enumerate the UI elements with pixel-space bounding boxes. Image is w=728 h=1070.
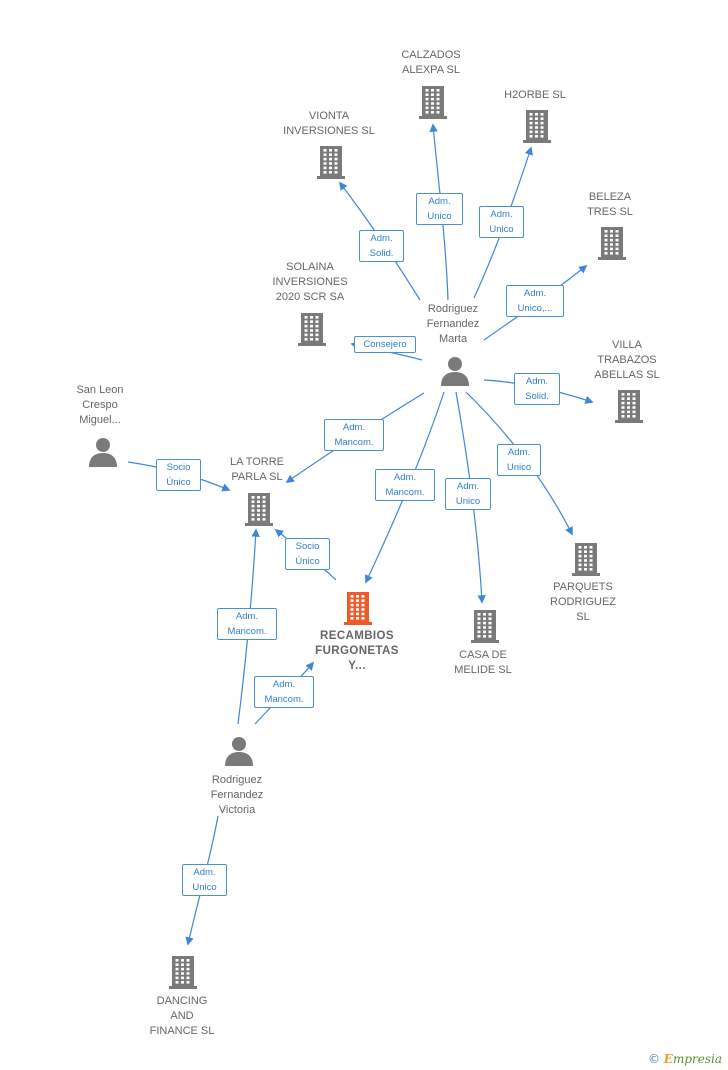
edge-label-sanleon-latorre: Socio Único bbox=[156, 459, 201, 491]
node-label-solaina[interactable]: SOLAINA INVERSIONES 2020 SCR SA bbox=[272, 261, 348, 303]
node-label-parquets[interactable]: PARQUETS RODRIGUEZ SL bbox=[550, 581, 616, 623]
brand-initial: E bbox=[663, 1052, 673, 1066]
edge-label-marta-vionta: Adm. Solid. bbox=[359, 230, 404, 262]
building-icon-solaina[interactable] bbox=[296, 311, 328, 352]
node-label-victoria[interactable]: Rodriguez Fernandez Victoria bbox=[210, 774, 264, 816]
node-label-sanleon[interactable]: San Leon Crespo Miguel... bbox=[76, 384, 124, 426]
node-label-dancing[interactable]: DANCING AND FINANCE SL bbox=[149, 995, 215, 1037]
building-icon-latorre[interactable] bbox=[243, 491, 275, 532]
node-label-marta[interactable]: Rodriguez Fernandez Marta bbox=[426, 303, 480, 345]
building-icon-recambios[interactable] bbox=[342, 590, 374, 631]
edge-label-victoria-dancing: Adm. Unico bbox=[182, 864, 227, 896]
node-label-recambios[interactable]: RECAMBIOS FURGONETAS Y... bbox=[315, 630, 399, 672]
edge-label-marta-villa: Adm. Solid. bbox=[514, 373, 560, 405]
edge-label-marta-beleza: Adm. Unico,... bbox=[506, 285, 564, 317]
brand-logo[interactable]: © Empresia bbox=[648, 1052, 722, 1066]
edge-label-recambios-latorre: Socio Único bbox=[285, 538, 330, 570]
building-icon-h2orbe[interactable] bbox=[521, 108, 553, 149]
building-icon-vionta[interactable] bbox=[315, 144, 347, 185]
node-label-vionta[interactable]: VIONTA INVERSIONES SL bbox=[283, 110, 375, 137]
edge-label-marta-recambios: Adm. Mancom. bbox=[375, 469, 435, 501]
node-label-beleza[interactable]: BELEZA TRES SL bbox=[587, 191, 633, 218]
node-label-h2orbe[interactable]: H2ORBE SL bbox=[504, 89, 566, 101]
edge-label-marta-h2orbe: Adm. Unico bbox=[479, 206, 524, 238]
copyright-icon: © bbox=[647, 1052, 660, 1066]
node-label-latorre[interactable]: LA TORRE PARLA SL bbox=[229, 456, 284, 483]
brand-name: mpresia bbox=[672, 1052, 722, 1066]
building-icon-casamelide[interactable] bbox=[469, 608, 501, 649]
edge-label-victoria-recambios: Adm. Mancom. bbox=[254, 676, 314, 708]
building-icon-beleza[interactable] bbox=[596, 225, 628, 266]
building-icon-calzados[interactable] bbox=[417, 84, 449, 125]
node-label-calzados[interactable]: CALZADOS ALEXPA SL bbox=[401, 49, 461, 76]
person-icon-victoria[interactable] bbox=[223, 736, 255, 771]
node-label-villa[interactable]: VILLA TRABAZOS ABELLAS SL bbox=[594, 339, 660, 381]
edge-label-marta-solaina: Consejero bbox=[354, 336, 416, 353]
building-icon-dancing[interactable] bbox=[167, 954, 199, 995]
edge-label-victoria-latorre: Adm. Mancom. bbox=[217, 608, 277, 640]
building-icon-parquets[interactable] bbox=[570, 541, 602, 582]
edge-label-marta-calzados: Adm. Unico bbox=[416, 193, 463, 225]
node-label-casamelide[interactable]: CASA DE MELIDE SL bbox=[454, 649, 512, 676]
building-icon-villa[interactable] bbox=[613, 388, 645, 429]
person-icon-sanleon[interactable] bbox=[87, 437, 119, 472]
edge-label-marta-casamelide: Adm. Unico bbox=[445, 478, 491, 510]
edge-label-marta-parquets: Adm. Unico bbox=[497, 444, 541, 476]
person-icon-marta[interactable] bbox=[439, 356, 471, 391]
edge-label-marta-latorre: Adm. Mancom. bbox=[324, 419, 384, 451]
